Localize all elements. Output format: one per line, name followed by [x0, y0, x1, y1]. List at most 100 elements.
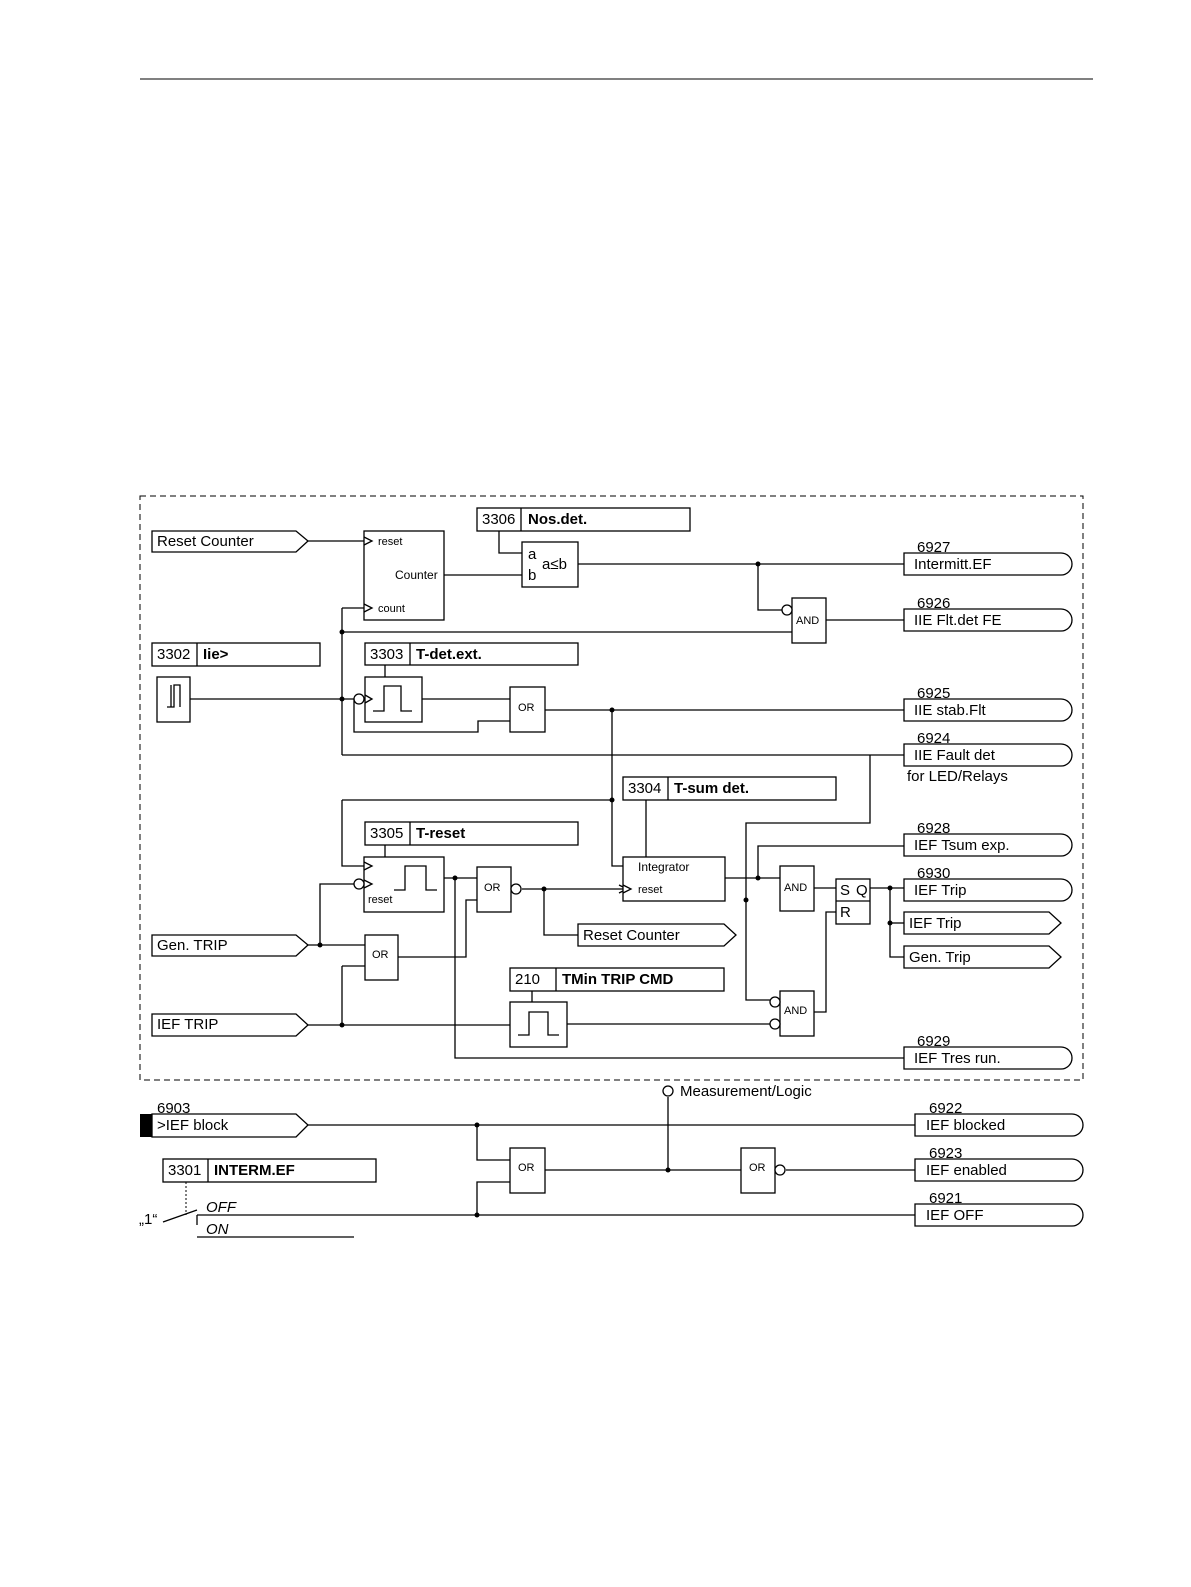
output-6929: 6929 IEF Tres run. [903, 1033, 1073, 1070]
svg-text:Iie>: Iie> [203, 646, 229, 663]
setting-3306: 3306 Nos.det. [476, 507, 691, 532]
svg-text:6922: 6922 [929, 1100, 962, 1117]
svg-text:for LED/Relays: for LED/Relays [907, 768, 1008, 785]
svg-text:6928: 6928 [917, 820, 950, 837]
svg-text:Reset Counter: Reset Counter [583, 927, 680, 944]
svg-text:b: b [528, 567, 536, 584]
measurement-boundary [139, 495, 1084, 1081]
svg-text:reset: reset [368, 894, 392, 906]
input-reset-counter: Reset Counter [151, 530, 309, 553]
svg-text:OR: OR [749, 1162, 766, 1174]
input-ief-trip: IEF TRIP [151, 1013, 309, 1037]
svg-text:T-det.ext.: T-det.ext. [416, 646, 482, 663]
svg-text:AND: AND [796, 615, 819, 627]
and-gate-middle: AND [779, 865, 815, 912]
svg-text:IIE stab.Flt: IIE stab.Flt [914, 702, 987, 719]
svg-text:IEF Tsum exp.: IEF Tsum exp. [914, 837, 1010, 854]
svg-text:IEF enabled: IEF enabled [926, 1162, 1007, 1179]
svg-text:6929: 6929 [917, 1033, 950, 1050]
svg-text:S: S [840, 882, 850, 899]
setting-3305: 3305 T-reset [364, 821, 579, 846]
svg-text:count: count [378, 603, 405, 615]
counter-block: reset Counter count [363, 530, 445, 621]
svg-text:>IEF block: >IEF block [157, 1117, 229, 1134]
svg-text:6923: 6923 [929, 1145, 962, 1162]
output-6927: 6927 Intermitt.EF [903, 539, 1073, 576]
svg-text:OFF: OFF [206, 1199, 237, 1216]
setting-3301: 3301 INTERM.EF [162, 1158, 377, 1183]
svg-text:OR: OR [484, 882, 501, 894]
svg-text:3304: 3304 [628, 780, 661, 797]
junction-dots [317, 561, 893, 1218]
svg-text:OR: OR [518, 1162, 535, 1174]
svg-text:Counter: Counter [395, 568, 438, 582]
sr-flipflop: S Q R [835, 878, 871, 925]
comparator-block: a b a≤b [521, 541, 579, 588]
svg-text:6903: 6903 [157, 1100, 190, 1117]
svg-text:IEF Tres run.: IEF Tres run. [914, 1050, 1001, 1067]
output-6922: 6922 IEF blocked [914, 1100, 1084, 1137]
svg-text:6921: 6921 [929, 1190, 962, 1207]
output-6930: 6930 IEF Trip [903, 865, 1073, 902]
svg-text:IIE Flt.det FE: IIE Flt.det FE [914, 612, 1002, 629]
svg-text:Reset Counter: Reset Counter [157, 533, 254, 550]
output-6925: 6925 IIE stab.Flt [903, 685, 1073, 722]
svg-text:Nos.det.: Nos.det. [528, 511, 587, 528]
svg-text:„1“: „1“ [139, 1211, 157, 1228]
and-gate-top: AND [781, 597, 827, 644]
svg-text:a≤b: a≤b [542, 556, 567, 573]
svg-text:reset: reset [378, 536, 402, 548]
integrator-block: Integrator reset [622, 856, 726, 902]
output-6923: 6923 IEF enabled [914, 1145, 1084, 1182]
svg-text:T-reset: T-reset [416, 825, 465, 842]
or-gate-middle: OR [476, 866, 522, 913]
output-6921: 6921 IEF OFF [914, 1190, 1084, 1227]
svg-text:reset: reset [638, 884, 662, 896]
svg-text:210: 210 [515, 971, 540, 988]
svg-text:IEF Trip: IEF Trip [909, 915, 962, 932]
svg-text:IEF OFF: IEF OFF [926, 1207, 984, 1224]
internal-output-ief-trip: IEF Trip [903, 911, 1062, 935]
svg-text:6926: 6926 [917, 595, 950, 612]
svg-text:ON: ON [206, 1221, 229, 1238]
input-ief-block: 6903 >IEF block [140, 1100, 309, 1138]
svg-text:3303: 3303 [370, 646, 403, 663]
internal-output-reset-counter: Reset Counter [577, 923, 737, 947]
svg-text:T-sum det.: T-sum det. [674, 780, 749, 797]
svg-text:6924: 6924 [917, 730, 950, 747]
svg-text:6925: 6925 [917, 685, 950, 702]
svg-text:IEF Trip: IEF Trip [914, 882, 967, 899]
setting-3302: 3302 Iie> [151, 642, 321, 667]
level-detector-iie [156, 676, 191, 723]
svg-text:Integrator: Integrator [638, 860, 689, 874]
svg-text:AND: AND [784, 882, 807, 894]
setting-3304: 3304 T-sum det. [622, 776, 837, 801]
svg-text:Gen. Trip: Gen. Trip [909, 949, 971, 966]
svg-text:IEF TRIP: IEF TRIP [157, 1016, 218, 1033]
svg-text:6927: 6927 [917, 539, 950, 556]
or-gate-bottom-right: OR [740, 1147, 786, 1194]
svg-text:OR: OR [372, 949, 389, 961]
or-gate-top: OR [509, 686, 546, 733]
svg-text:a: a [528, 546, 537, 563]
setting-3303: 3303 T-det.ext. [364, 642, 579, 666]
output-6924: 6924 IIE Fault det for LED/Relays [903, 730, 1073, 785]
svg-text:3305: 3305 [370, 825, 403, 842]
timer-tmin-trip [509, 1001, 568, 1048]
svg-text:3301: 3301 [168, 1162, 201, 1179]
svg-text:Gen. TRIP: Gen. TRIP [157, 937, 228, 954]
svg-text:TMin TRIP CMD: TMin TRIP CMD [562, 971, 674, 988]
measurement-logic-marker: Measurement/Logic [662, 1083, 812, 1100]
or-gate-bottom-left: OR [509, 1147, 546, 1194]
input-gen-trip: Gen. TRIP [151, 934, 309, 957]
svg-text:Measurement/Logic: Measurement/Logic [680, 1083, 812, 1100]
output-6928: 6928 IEF Tsum exp. [903, 820, 1073, 857]
setting-210: 210 TMin TRIP CMD [509, 967, 725, 992]
timer-t-reset: reset [353, 856, 445, 913]
svg-text:R: R [840, 904, 851, 921]
svg-text:3302: 3302 [157, 646, 190, 663]
and-gate-bottom: AND [769, 990, 815, 1037]
internal-output-gen-trip: Gen. Trip [903, 945, 1062, 969]
svg-text:Q: Q [856, 882, 868, 899]
